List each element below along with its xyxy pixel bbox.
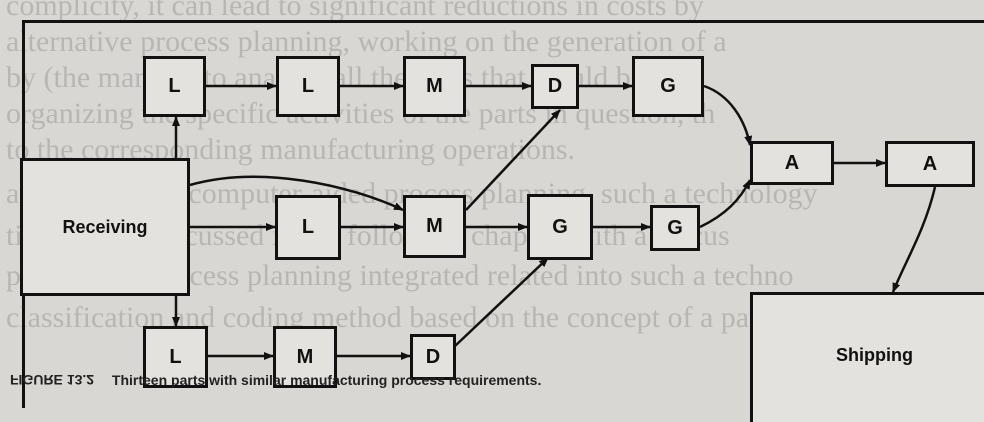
top-mill: M — [403, 56, 466, 117]
background-line: alternative process planning, working on… — [6, 25, 727, 58]
mid-mill: M — [403, 195, 466, 258]
bot-drill: D — [410, 334, 456, 380]
arrow-mid-g2-to-a1 — [699, 179, 752, 229]
top-drill: D — [531, 64, 579, 109]
arrow-a2-to-shipping — [891, 186, 937, 293]
figure-label: FIGURE 13.2 — [10, 372, 95, 388]
bot-lathe: L — [143, 326, 208, 388]
arrow-bot-d-to-mid-g1 — [454, 257, 549, 347]
background-line: by (the manual) to analyze all the parts… — [6, 61, 695, 94]
background-line: complicity, it can lead to significant r… — [6, 0, 704, 22]
top-lathe-2: L — [276, 56, 340, 117]
caption-text: Thirteen parts with similar manufacturin… — [111, 372, 542, 388]
bot-mill: M — [273, 326, 337, 388]
background-line: organizing the specific activities of th… — [6, 97, 716, 130]
assembly-1: A — [750, 141, 834, 185]
top-grind: G — [632, 56, 704, 117]
top-lathe-1: L — [143, 56, 206, 117]
arrow-receiving-to-mid-m — [189, 175, 404, 212]
shipping-box: Shipping — [750, 292, 984, 422]
mid-grind-2: G — [650, 205, 700, 251]
figure-caption: FIGURE 13.2 Thirteen parts with similar … — [10, 372, 541, 388]
mid-lathe: L — [275, 195, 341, 260]
mid-grind-1: G — [527, 194, 593, 260]
receiving-box: Receiving — [20, 158, 190, 296]
flow-arrows — [172, 82, 937, 360]
arrow-top-g-to-a1 — [703, 84, 753, 146]
arrow-mid-m-to-top-d — [465, 109, 561, 211]
assembly-2: A — [885, 141, 975, 187]
